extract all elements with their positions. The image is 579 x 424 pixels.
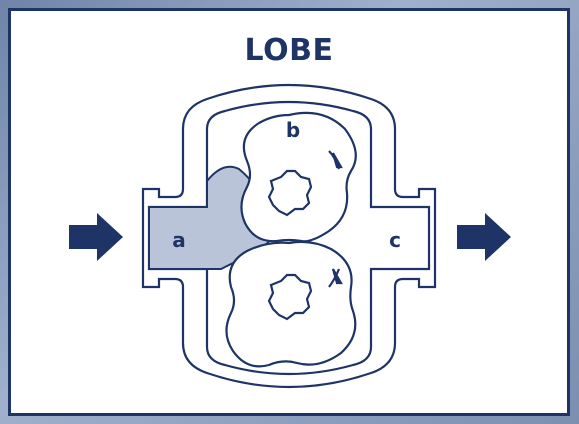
lower-lobe-rotor (225, 240, 357, 368)
upper-lobe-rotor (240, 111, 357, 243)
label-b: b (286, 118, 300, 142)
lobe-pump-diagram: a b c (69, 83, 511, 389)
outlet-arrow-icon (457, 213, 511, 261)
diagram-panel: LOBE (8, 8, 570, 416)
diagram-title: LOBE (244, 33, 334, 68)
label-a: a (172, 228, 186, 252)
inlet-arrow-icon (69, 213, 123, 261)
label-c: c (389, 228, 401, 252)
pump-housing (141, 83, 437, 389)
